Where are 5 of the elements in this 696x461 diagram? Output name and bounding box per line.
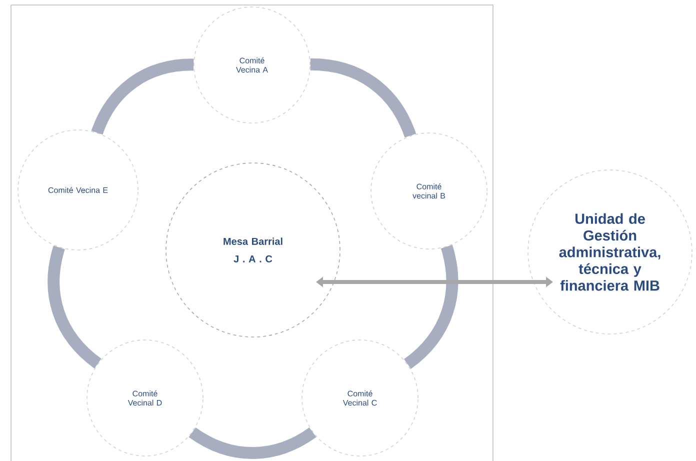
- ring-segment: [404, 245, 458, 369]
- ring-segment: [91, 58, 194, 135]
- ring-segment: [310, 58, 416, 138]
- ring-segment: [188, 427, 316, 459]
- ring-segment: [48, 246, 102, 368]
